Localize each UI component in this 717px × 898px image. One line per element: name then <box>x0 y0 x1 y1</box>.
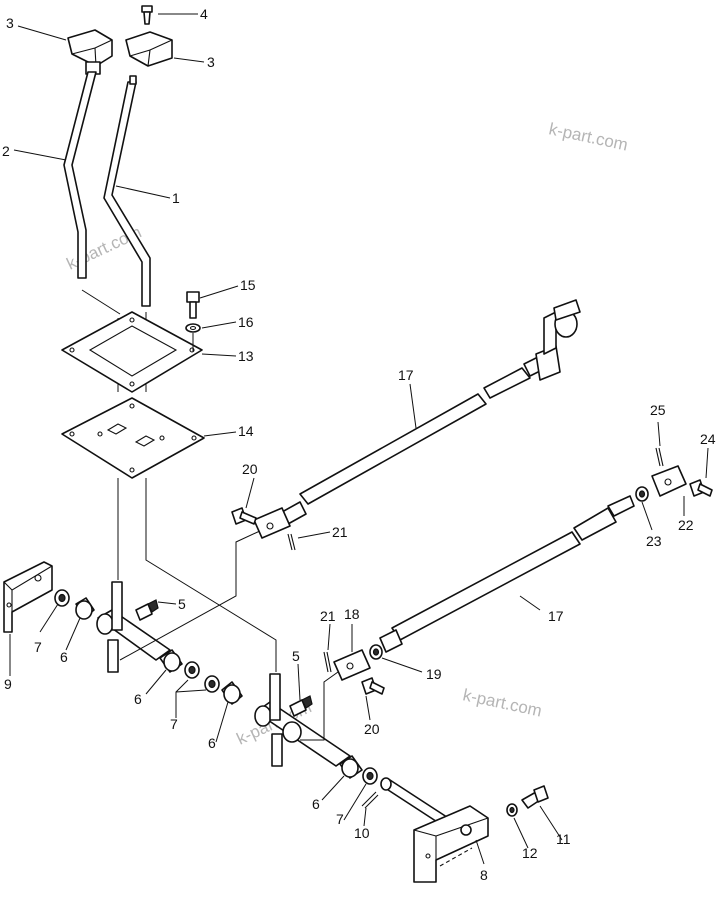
cotter-pin-21-upper <box>287 533 296 551</box>
callout-4: 4 <box>200 6 208 22</box>
callout-21-lower: 21 <box>320 608 336 624</box>
callout-9: 9 <box>4 676 12 692</box>
callout-11: 11 <box>556 831 571 847</box>
callout-13: 13 <box>238 348 254 364</box>
cotter-pin-10 <box>361 791 379 809</box>
callout-22: 22 <box>678 517 694 533</box>
callout-25: 25 <box>650 402 666 418</box>
washer-12 <box>506 803 518 817</box>
callout-19: 19 <box>426 666 442 682</box>
watermark-right: k-part.com <box>461 685 543 720</box>
callout-6-left: 6 <box>60 649 68 665</box>
bushing-7-right <box>362 767 378 785</box>
callout-24: 24 <box>700 431 716 447</box>
lever-2 <box>63 71 97 279</box>
clevis-22 <box>651 465 687 497</box>
callout-6-mid-right: 6 <box>208 735 216 751</box>
shaft-right <box>254 673 351 767</box>
bushing-6-left <box>75 597 95 620</box>
callout-6-mid: 6 <box>134 691 142 707</box>
callout-16: 16 <box>238 314 254 330</box>
callout-7-right: 7 <box>336 811 344 827</box>
callout-21-upper: 21 <box>332 524 348 540</box>
callout-18: 18 <box>344 606 360 622</box>
cotter-pin-21-lower <box>323 651 332 673</box>
callout-23: 23 <box>646 533 662 549</box>
callout-17-lower: 17 <box>548 608 564 624</box>
bushing-6-mid <box>159 649 183 673</box>
callout-10: 10 <box>354 825 370 841</box>
callout-7-left: 7 <box>34 639 42 655</box>
bushing-7-mid-b <box>204 675 220 693</box>
bushing-6-mid-right <box>221 681 243 705</box>
bushing-7-left <box>54 589 70 607</box>
grease-fitting-5-right <box>289 695 313 717</box>
bushing-7-mid-a <box>184 661 200 679</box>
pin-24 <box>689 479 713 497</box>
callout-5-right: 5 <box>292 648 300 664</box>
bracket-9 <box>3 561 53 633</box>
pin-20-lower <box>361 677 385 695</box>
bolt-15 <box>186 291 200 319</box>
nut-23 <box>635 486 649 502</box>
callout-3-right: 3 <box>207 54 215 70</box>
callout-1: 1 <box>172 190 180 206</box>
callout-17-upper: 17 <box>398 367 414 383</box>
clevis-upper <box>253 507 291 539</box>
cotter-pin-25 <box>655 447 664 467</box>
callout-20-upper: 20 <box>242 461 258 477</box>
bushing-6-right <box>339 755 363 779</box>
bracket-8 <box>380 777 489 883</box>
grease-fitting-5-left <box>135 599 159 621</box>
callout-6-right: 6 <box>312 796 320 812</box>
knob-left <box>67 29 113 75</box>
knob-right <box>125 31 173 67</box>
lever-1 <box>103 75 151 307</box>
callout-8: 8 <box>480 867 488 883</box>
control-rod-17-upper <box>281 299 581 525</box>
clevis-18 <box>333 649 371 681</box>
washer-16 <box>185 323 201 333</box>
callout-15: 15 <box>240 277 256 293</box>
watermark-top-right: k-part.com <box>547 119 629 154</box>
pin-20-upper <box>231 507 257 525</box>
callout-5-left: 5 <box>178 596 186 612</box>
callout-2: 2 <box>2 143 10 159</box>
callout-20-lower: 20 <box>364 721 380 737</box>
gasket-plate-14 <box>61 397 205 479</box>
callout-14: 14 <box>238 423 254 439</box>
callout-12: 12 <box>522 845 538 861</box>
cover-plate-13 <box>61 311 203 393</box>
callout-7-mid: 7 <box>170 716 178 732</box>
nut-19 <box>369 644 383 660</box>
bolt-4 <box>141 5 153 25</box>
control-rod-17-lower <box>379 495 635 653</box>
bolt-11 <box>521 785 549 809</box>
callout-3-left: 3 <box>6 15 14 31</box>
shaft-left <box>96 581 171 673</box>
